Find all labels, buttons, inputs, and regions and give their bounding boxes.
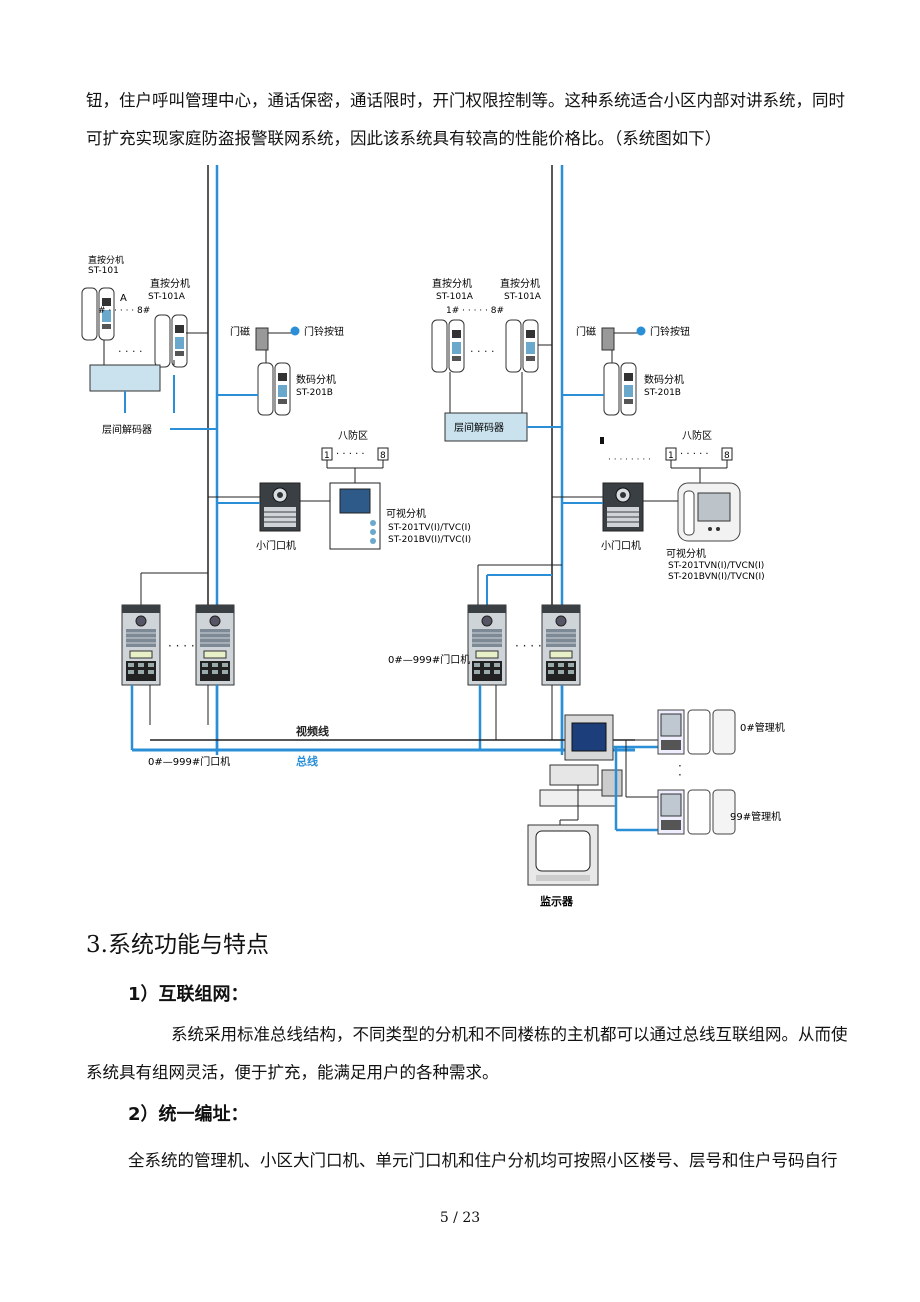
svg-text:·: · — [678, 759, 682, 773]
label-direct-ext-r1: 直按分机 — [432, 277, 472, 290]
label-small-door-left: 小门口机 — [256, 539, 296, 552]
label-video-ext-left-model2: ST-201BV(I)/TVC(I) — [388, 535, 471, 545]
label-door-magnet-left: 门磁 — [230, 325, 250, 338]
label-bus-line: 总线 — [296, 754, 318, 768]
label-video-ext-left-model1: ST-201TV(I)/TVC(I) — [388, 523, 471, 533]
svg-text:· · · ·: · · · · — [515, 639, 542, 653]
label-letter-a: A — [120, 293, 127, 304]
svg-text:· · · · · · · ·: · · · · · · · · — [608, 455, 651, 465]
label-doorbell-left: 门铃按钮 — [304, 325, 344, 338]
label-door-units-left: 0#—999#门口机 — [148, 755, 230, 768]
label-eight-zone-left: 八防区 — [338, 429, 368, 442]
section-heading: 3.系统功能与特点 — [86, 932, 269, 958]
left-video-extension: 八防区 1 · · · · · 8 可视分机 ST-201TV(I)/TVC(I… — [208, 429, 471, 552]
label-digital-ext-left: 数码分机 — [296, 373, 336, 386]
label-door-units-right: 0#—999#门口机 — [388, 653, 470, 666]
right-video-extension: 八防区 1 · · · · · 8 可视分机 ST-201TVN(I)/TVCN… — [552, 429, 765, 582]
label-monitor: 监示器 — [540, 894, 574, 908]
svg-text:· · · ·: · · · · — [470, 345, 494, 358]
svg-text:· · · · ·: · · · · · — [680, 449, 709, 460]
label-direct-ext-left2: 直按分机 — [150, 277, 190, 290]
label-zone-one-left: 1 — [324, 451, 330, 461]
networking-line-2: 系统具有组网灵活，便于扩充，能满足用户的各种需求。 — [86, 1063, 499, 1082]
system-diagram: 直按分机 ST-101 A # · · · · · 8# 直按分机 ST-101… — [81, 165, 785, 908]
svg-text:· · · ·: · · · · — [118, 345, 142, 358]
svg-text:· · · ·: · · · · — [168, 639, 195, 653]
page-number: 5 / 23 — [439, 1210, 481, 1226]
label-direct-ext-r2: 直按分机 — [500, 277, 540, 290]
right-digital-extension: 门磁 门铃按钮 数码分机 ST-201B · · · · · · · · — [562, 325, 690, 465]
addressing-line-1: 全系统的管理机、小区大门口机、单元门口机和住户分机均可按照小区楼号、层号和住户号… — [128, 1151, 838, 1170]
label-video-ext-left: 可视分机 — [386, 507, 426, 520]
left-direct-extensions: 直按分机 ST-101 A # · · · · · 8# 直按分机 ST-101… — [81, 254, 217, 436]
label-video-line: 视频线 — [296, 724, 329, 738]
right-direct-extensions: 直按分机 ST-101A 直按分机 ST-101A 1# · · · · · 8… — [431, 277, 562, 442]
horizontal-lines: 视频线 总线 0#—999#门口机 — [132, 724, 635, 768]
label-hash-left: # · · · · · 8# — [98, 306, 150, 316]
intro-line-1: 钮，住户呼叫管理中心，通话保密，通话限时，开门权限控制等。这种系统适合小区内部对… — [86, 91, 845, 110]
label-direct-ext-left: 直按分机 — [88, 254, 124, 266]
label-video-ext-right-model1: ST-201TVN(I)/TVCN(I) — [668, 561, 764, 571]
label-eight-zone-right: 八防区 — [682, 429, 712, 442]
door-units-right: · · · · 0#—999#门口机 — [388, 564, 581, 750]
label-zone-one-right: 1 — [668, 451, 674, 461]
label-direct-ext-left2-model: ST-101A — [148, 292, 186, 302]
subheading-addressing: 2）统一编址： — [128, 1104, 249, 1125]
label-hash-right: 1# · · · · · 8# — [446, 306, 504, 316]
label-mgr99: 99#管理机 — [730, 810, 781, 823]
door-units-left: · · · · — [121, 572, 235, 750]
label-floor-decoder-left: 层间解码器 — [102, 423, 152, 436]
label-small-door-right: 小门口机 — [601, 539, 641, 552]
label-door-magnet-right: 门磁 — [576, 325, 596, 338]
label-zone-eight-right: 8 — [724, 451, 730, 461]
label-direct-ext-r1-model: ST-101A — [436, 292, 474, 302]
label-floor-decoder-right: 层间解码器 — [454, 421, 504, 434]
intro-line-2: 可扩充实现家庭防盗报警联网系统，因此该系统具有较高的性能价格比。（系统图如下） — [86, 129, 722, 148]
label-digital-ext-right: 数码分机 — [644, 373, 684, 386]
subheading-networking: 1）互联组网： — [128, 984, 249, 1005]
intro-paragraph: 钮，住户呼叫管理中心，通话保密，通话限时，开门权限控制等。这种系统适合小区内部对… — [86, 82, 856, 158]
networking-paragraph: 系统采用标准总线结构，不同类型的分机和不同楼栋的主机都可以通过总线互联组网。从而… — [86, 1016, 856, 1092]
label-digital-ext-right-model: ST-201B — [644, 388, 681, 398]
label-zone-eight-left: 8 — [380, 451, 386, 461]
svg-text:·: · — [678, 768, 682, 782]
addressing-paragraph: 全系统的管理机、小区大门口机、单元门口机和住户分机均可按照小区楼号、层号和住户号… — [86, 1142, 856, 1180]
label-direct-ext-left-model: ST-101 — [88, 266, 119, 276]
label-video-ext-right-model2: ST-201BVN(I)/TVCN(I) — [668, 572, 765, 582]
left-digital-extension: 门磁 门铃按钮 数码分机 ST-201B — [217, 325, 344, 416]
networking-line-1: 系统采用标准总线结构，不同类型的分机和不同楼栋的主机都可以通过总线互联组网。从而… — [171, 1025, 848, 1044]
management-center: 0#管理机 · · 99#管理机 监示器 — [527, 709, 785, 908]
label-mgr0: 0#管理机 — [740, 721, 785, 734]
svg-text:· · · · ·: · · · · · — [336, 449, 365, 460]
label-doorbell-right: 门铃按钮 — [650, 325, 690, 338]
label-video-ext-right: 可视分机 — [666, 547, 706, 560]
label-direct-ext-r2-model: ST-101A — [504, 292, 542, 302]
label-digital-ext-left-model: ST-201B — [296, 388, 333, 398]
